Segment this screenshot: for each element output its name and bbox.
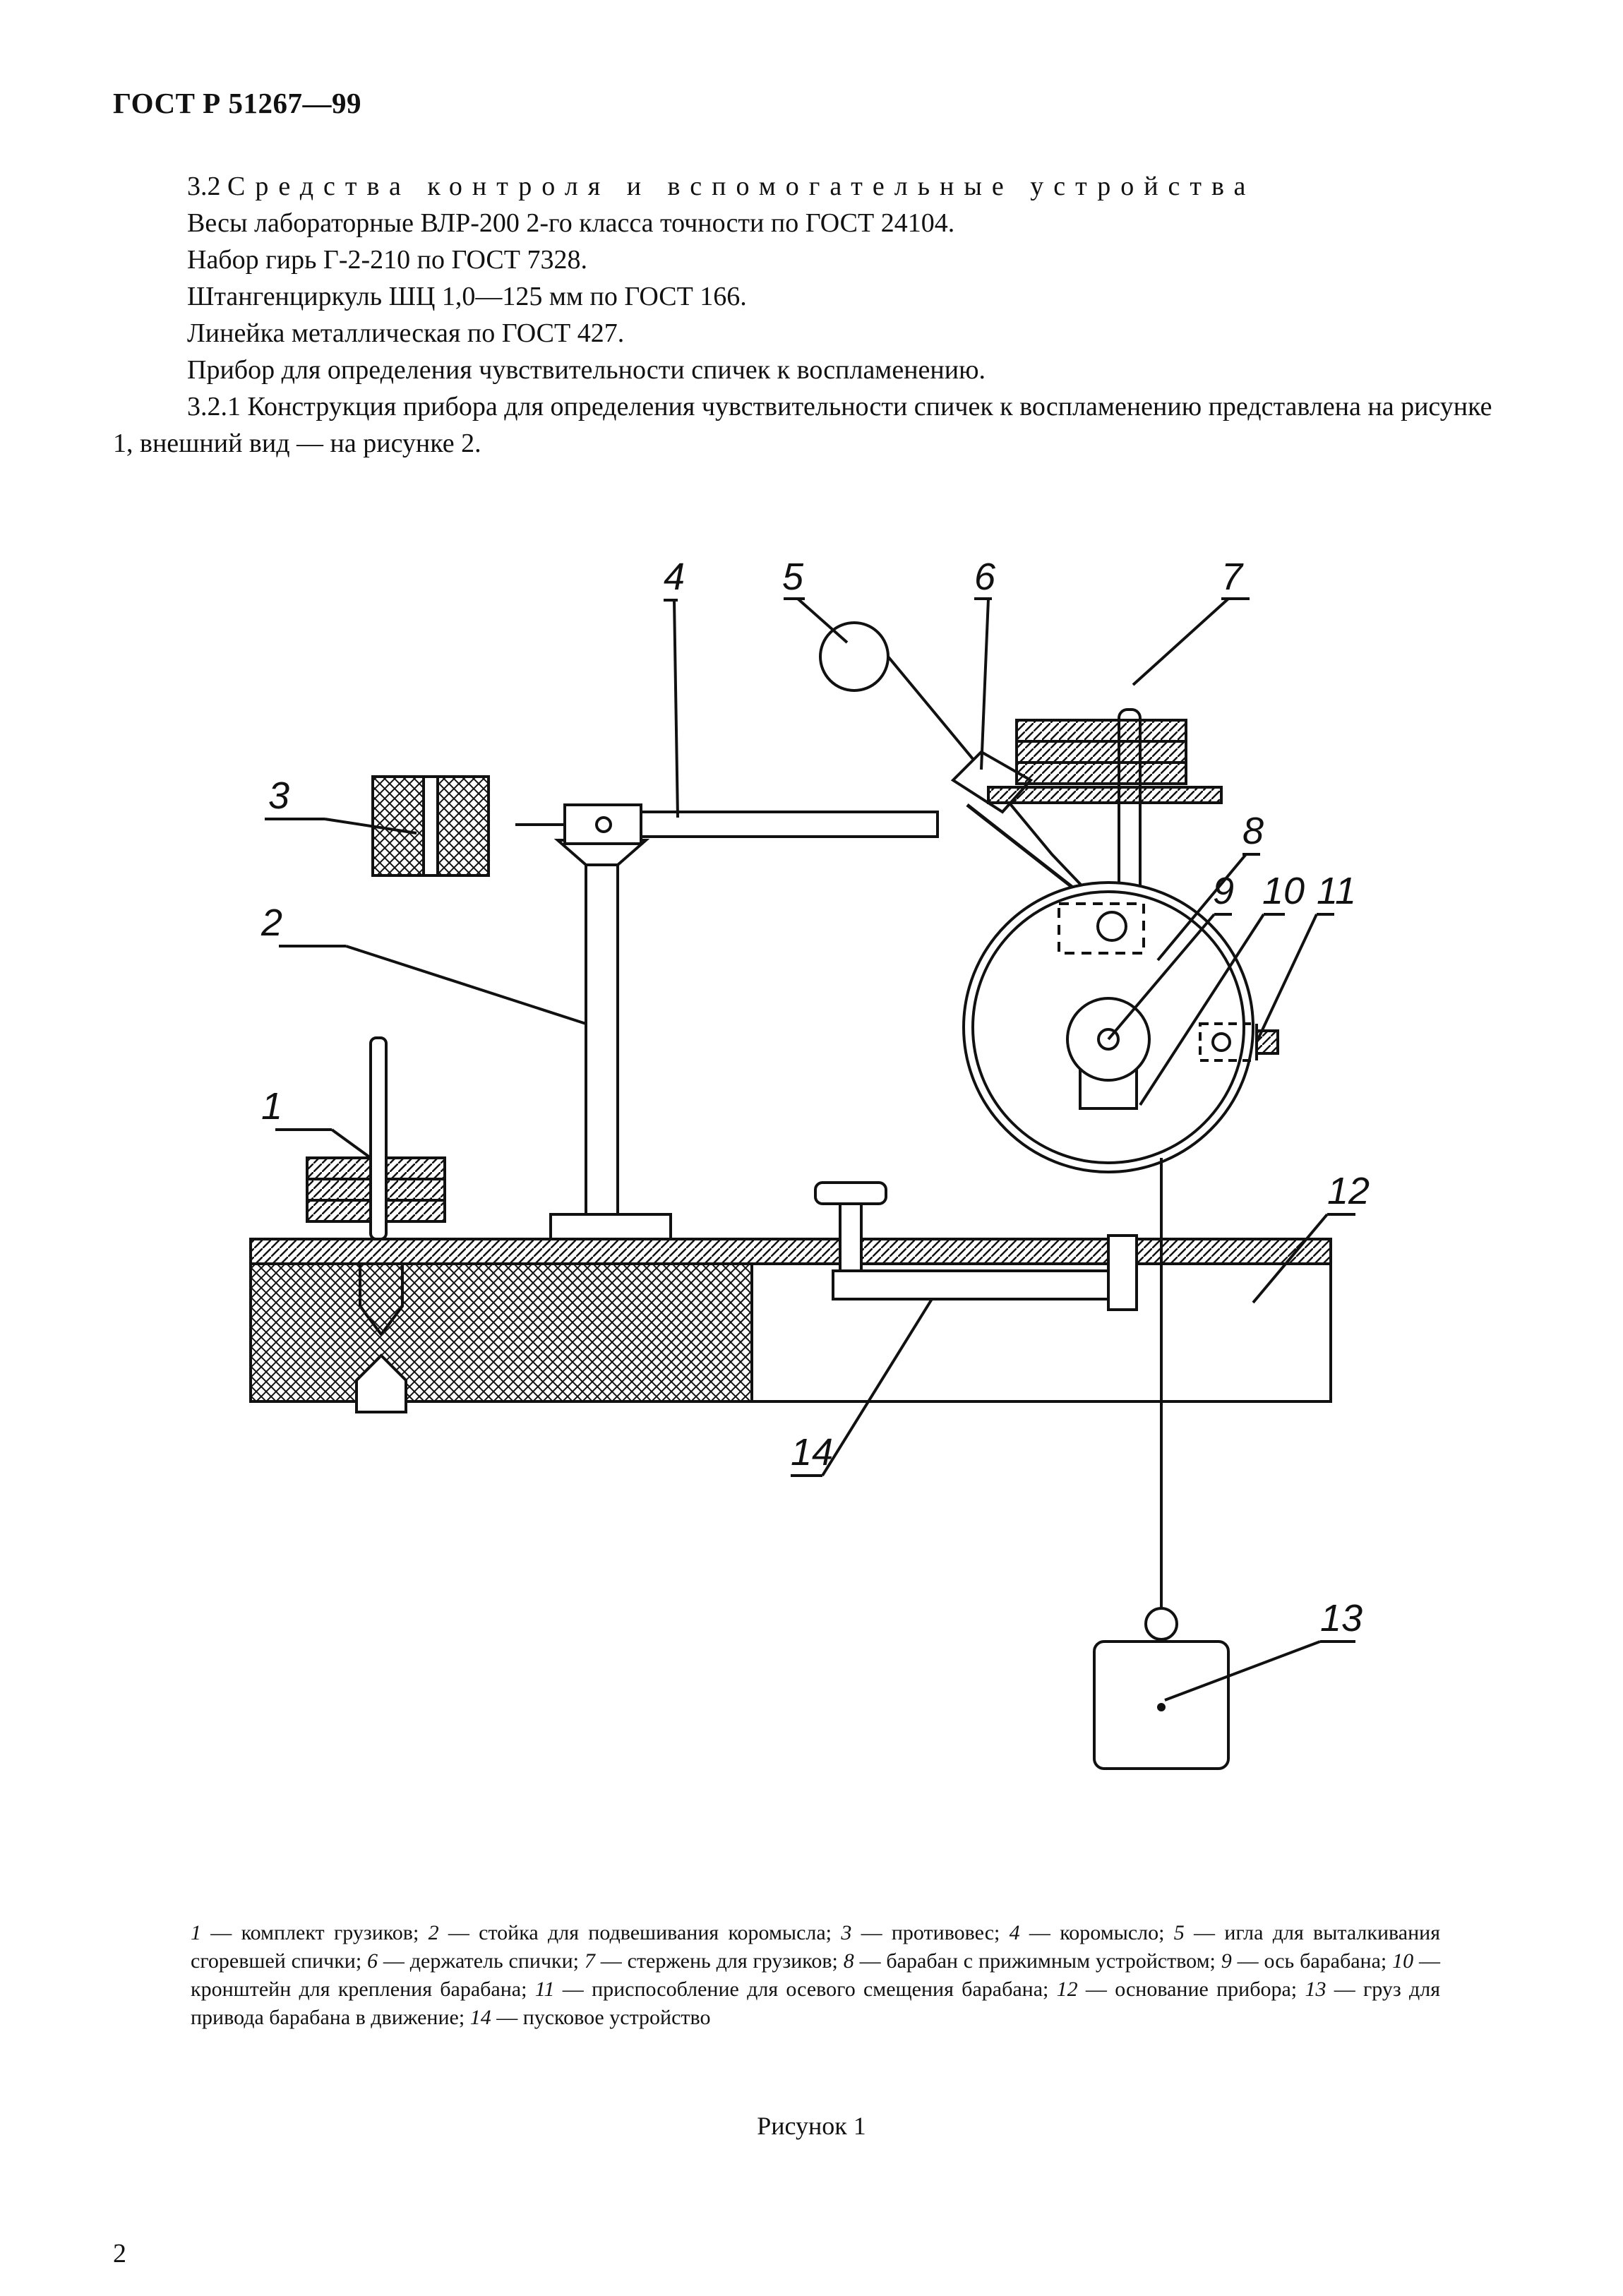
callout-13: 13 xyxy=(1320,1597,1363,1639)
callout-labels: 3 2 1 4 5 6 7 8 9 10 11 12 13 14 xyxy=(260,556,1370,1639)
legend-num-6: 6 xyxy=(367,1949,378,1973)
legend-text-7: стержень для грузиков; xyxy=(627,1949,838,1973)
legend-num-12: 12 xyxy=(1056,1978,1078,2001)
callout-6: 6 xyxy=(974,556,996,598)
callout-11: 11 xyxy=(1317,870,1356,912)
callout-2: 2 xyxy=(260,902,282,944)
legend-text-10: кронштейн для крепления барабана; xyxy=(191,1978,527,2001)
apparatus-diagram: 3 2 1 4 5 6 7 8 9 10 11 12 13 14 xyxy=(249,556,1370,1770)
legend-text-2: стойка для подвешивания коромысла; xyxy=(479,1921,832,1944)
figure-legend: 1 — комплект грузиков; 2 — стойка для по… xyxy=(191,1921,1441,2029)
legend-text-13: груз для привода барабана в движение; xyxy=(191,1978,1441,2029)
legend-text-9: ось барабана; xyxy=(1264,1949,1387,1973)
legend-text-5: игла для выталкивания сгоревшей спички; xyxy=(191,1921,1440,1973)
legend-text-8: барабан с прижимным устройством; xyxy=(886,1949,1216,1973)
callout-1: 1 xyxy=(261,1085,282,1128)
legend-text-3: противовес; xyxy=(891,1921,1000,1944)
text-line-1: Весы лабораторные ВЛР-200 2-го класса то… xyxy=(187,208,955,238)
callout-9: 9 xyxy=(1213,870,1234,912)
figure-drawing: 3 2 1 4 5 6 7 8 9 10 11 12 13 14 xyxy=(212,537,1412,1793)
legend-num-4: 4 xyxy=(1009,1921,1020,1944)
legend-num-11: 11 xyxy=(534,1978,555,2001)
callout-5: 5 xyxy=(782,556,804,598)
text-line-2: Набор гирь Г-2-210 по ГОСТ 7328. xyxy=(187,245,587,275)
section-title: Средства контроля и вспомогательные устр… xyxy=(227,172,1256,201)
legend-num-14: 14 xyxy=(469,2006,491,2029)
text-line-4: Линейка металлическая по ГОСТ 427. xyxy=(187,318,625,348)
legend-num-2: 2 xyxy=(428,1921,439,1944)
page-number: 2 xyxy=(113,2239,126,2268)
legend-num-13: 13 xyxy=(1305,1978,1326,2001)
text-line-3: Штангенциркуль ШЦ 1,0—125 мм по ГОСТ 166… xyxy=(187,282,747,311)
callout-3: 3 xyxy=(268,775,289,817)
callout-7: 7 xyxy=(1221,556,1244,598)
legend-text-1: комплект грузиков; xyxy=(241,1921,419,1944)
section-heading: 3.2 Средства контроля и вспомогательные … xyxy=(113,168,1518,205)
legend-text-4: коромысло; xyxy=(1060,1921,1165,1944)
text-line-6: 3.2.1 Конструкция прибора для определени… xyxy=(113,392,1492,458)
legend-num-1: 1 xyxy=(191,1921,201,1944)
section-text: 3.2 Средства контроля и вспомогательные … xyxy=(113,168,1518,462)
legend-text-11: приспособление для осевого смещения бара… xyxy=(592,1978,1049,2001)
legend-text-14: пусковое устройство xyxy=(522,2006,711,2029)
document-header: ГОСТ Р 51267—99 xyxy=(113,87,361,119)
text-line-5: Прибор для определения чувствительности … xyxy=(187,355,986,385)
legend-num-10: 10 xyxy=(1392,1949,1414,1973)
legend-num-5: 5 xyxy=(1173,1921,1185,1944)
legend-num-3: 3 xyxy=(841,1921,852,1944)
legend-text-6: держатель спички; xyxy=(409,1949,580,1973)
callout-10: 10 xyxy=(1262,870,1305,912)
legend-num-9: 9 xyxy=(1221,1949,1232,1973)
callout-8: 8 xyxy=(1242,810,1264,852)
figure-title: Рисунок 1 xyxy=(757,2112,866,2140)
legend-num-7: 7 xyxy=(584,1949,595,1973)
section-number: 3.2 xyxy=(187,172,221,201)
legend-text-12: основание прибора; xyxy=(1115,1978,1298,2001)
callout-4: 4 xyxy=(664,556,685,598)
callout-14: 14 xyxy=(791,1431,833,1473)
callout-12: 12 xyxy=(1327,1170,1370,1212)
base-crosshatch xyxy=(249,1262,753,1403)
legend-num-8: 8 xyxy=(843,1949,854,1973)
